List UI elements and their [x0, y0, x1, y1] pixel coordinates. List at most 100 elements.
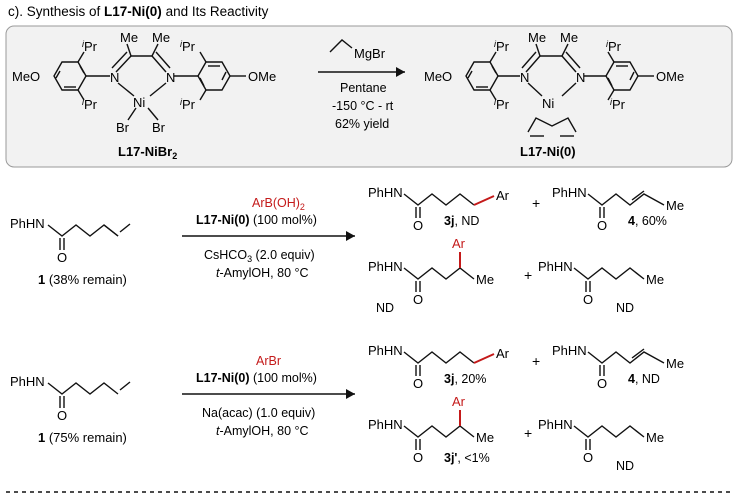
svg-text:Ar: Ar	[496, 346, 510, 361]
r1-plus-1: +	[532, 195, 540, 211]
svg-text:PhHN: PhHN	[368, 343, 403, 358]
r2-product-alkane: PhHN Me O ND	[538, 417, 664, 473]
grignard-label: MgBr	[354, 46, 386, 61]
r2-solvent: t-AmylOH, 80 °C	[216, 424, 309, 438]
svg-text:O: O	[413, 292, 423, 307]
r1-plus-2: +	[524, 267, 532, 283]
svg-text:3j, ND: 3j, ND	[444, 214, 479, 228]
svg-text:3j, 20%: 3j, 20%	[444, 372, 486, 386]
reaction2-arrow: ArBr L17-Ni(0) (100 mol%) Na(acac) (1.0 …	[182, 354, 355, 438]
svg-text:ND: ND	[616, 301, 634, 315]
prod-ni-label: Ni	[542, 96, 554, 111]
condition-temp: -150 °C - rt	[332, 99, 394, 113]
svg-text:iPr: iPr	[82, 39, 98, 54]
meo-label-right: MeO	[424, 69, 452, 84]
reaction1-substrate: PhHN O 1 (38% remain)	[10, 216, 131, 287]
svg-text:4, 60%: 4, 60%	[628, 214, 667, 228]
prod-me-label-2: Me	[560, 30, 578, 45]
svg-text:PhHN: PhHN	[368, 185, 403, 200]
svg-text:iPr: iPr	[494, 97, 510, 112]
r1-catalyst: L17-Ni(0) (100 mol%)	[196, 213, 317, 227]
product-structure	[465, 43, 654, 137]
svg-text:iPr: iPr	[82, 97, 98, 112]
svg-text:Me: Me	[476, 430, 494, 445]
svg-text:Me: Me	[666, 356, 684, 371]
r1-substrate-note: 1 (38% remain)	[38, 272, 127, 287]
svg-text:PhHN: PhHN	[552, 185, 587, 200]
vinyl-group	[329, 39, 353, 53]
r2-substrate-note: 1 (75% remain)	[38, 430, 127, 445]
r1-reagent: ArB(OH)2	[252, 196, 305, 212]
svg-text:O: O	[597, 218, 607, 233]
r2-catalyst: L17-Ni(0) (100 mol%)	[196, 371, 317, 385]
reaction1-arrow: ArB(OH)2 L17-Ni(0) (100 mol%) CsHCO3 (2.…	[182, 196, 355, 280]
svg-text:iPr: iPr	[606, 39, 622, 54]
reactant-label: L17-NiBr2	[118, 144, 177, 161]
product-label: L17-Ni(0)	[520, 144, 576, 159]
ome-label-left: OMe	[248, 69, 276, 84]
synthesis-arrow: MgBr Pentane -150 °C - rt 62% yield	[318, 39, 405, 131]
figure-title: c). Synthesis of L17-Ni(0) and Its React…	[8, 4, 269, 19]
svg-text:O: O	[413, 218, 423, 233]
r2-substrate-phhn: PhHN	[10, 374, 45, 389]
svg-text:Me: Me	[476, 272, 494, 287]
synthesis-box	[5, 25, 733, 168]
r1-product-4: PhHN Me O 4, 60%	[552, 185, 684, 233]
me-label-2: Me	[152, 30, 170, 45]
svg-text:ND: ND	[376, 301, 394, 315]
r2-substrate-o: O	[57, 408, 67, 423]
svg-text:O: O	[597, 376, 607, 391]
svg-text:PhHN: PhHN	[368, 417, 403, 432]
r2-product-4: PhHN Me O 4, ND	[552, 343, 684, 391]
condition-solvent: Pentane	[340, 81, 387, 95]
prod-me-label-1: Me	[528, 30, 546, 45]
n-label-2: N	[166, 70, 175, 85]
svg-text:iPr: iPr	[180, 39, 196, 54]
svg-text:iPr: iPr	[610, 97, 626, 112]
svg-text:Ar: Ar	[452, 236, 466, 251]
svg-text:iPr: iPr	[180, 97, 196, 112]
svg-text:Me: Me	[646, 430, 664, 445]
r1-solvent: t-AmylOH, 80 °C	[216, 266, 309, 280]
r2-base: Na(acac) (1.0 equiv)	[202, 406, 315, 420]
br-label-1: Br	[116, 120, 130, 135]
divinyl-ligand	[527, 117, 577, 133]
svg-text:Ar: Ar	[496, 188, 510, 203]
reactant-atoms: MeO OMe N N Ni Br Br Me Me iPr iPr iPr i…	[12, 30, 276, 135]
r1-product-alkane: PhHN Me O ND	[538, 259, 664, 315]
svg-text:O: O	[583, 292, 593, 307]
svg-text:PhHN: PhHN	[538, 417, 573, 432]
svg-text:Ar: Ar	[452, 394, 466, 409]
meo-label-left: MeO	[12, 69, 40, 84]
ome-label-right: OMe	[656, 69, 684, 84]
svg-text:3j', <1%: 3j', <1%	[444, 451, 490, 465]
r2-plus-1: +	[532, 353, 540, 369]
r2-plus-2: +	[524, 425, 532, 441]
r1-product-branched: PhHN Ar Me O ND	[368, 236, 494, 315]
me-label-1: Me	[120, 30, 138, 45]
ni-label: Ni	[133, 95, 145, 110]
n-label-1: N	[110, 70, 119, 85]
r1-base: CsHCO3 (2.0 equiv)	[204, 248, 315, 264]
r1-product-3j: PhHN Ar O 3j, ND	[368, 185, 510, 233]
svg-text:Me: Me	[646, 272, 664, 287]
svg-text:iPr: iPr	[494, 39, 510, 54]
svg-text:ND: ND	[616, 459, 634, 473]
svg-text:PhHN: PhHN	[538, 259, 573, 274]
svg-text:4, ND: 4, ND	[628, 372, 660, 386]
condition-yield: 62% yield	[335, 117, 389, 131]
r1-substrate-phhn: PhHN	[10, 216, 45, 231]
svg-text:O: O	[413, 376, 423, 391]
prod-n-label-1: N	[520, 70, 529, 85]
svg-text:Me: Me	[666, 198, 684, 213]
svg-text:O: O	[583, 450, 593, 465]
svg-text:PhHN: PhHN	[552, 343, 587, 358]
r2-product-3j-prime: PhHN Ar Me O 3j', <1%	[368, 394, 494, 465]
svg-text:O: O	[413, 450, 423, 465]
br-label-2: Br	[152, 120, 166, 135]
reactant-structure	[53, 43, 246, 121]
reaction2-substrate: PhHN O 1 (75% remain)	[10, 374, 131, 445]
product-atoms: MeO OMe N N Ni Me Me iPr iPr iPr iPr	[424, 30, 684, 112]
